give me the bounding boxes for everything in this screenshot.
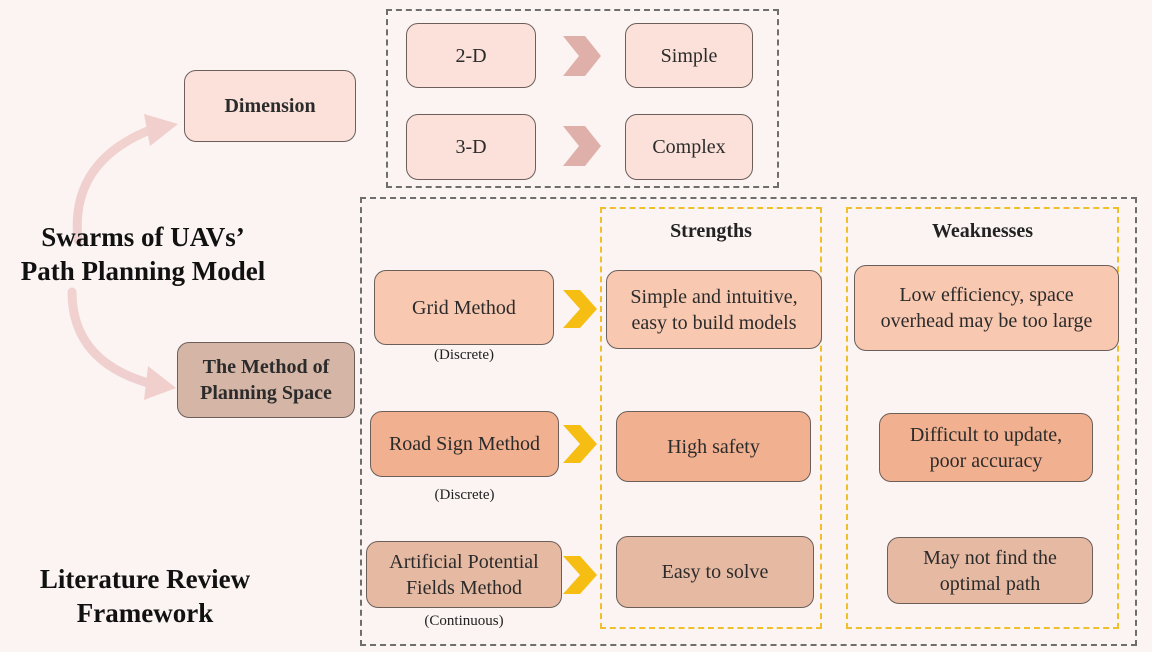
complexity-simple-box: Simple [625, 23, 753, 88]
dimension-3d-label: 3-D [455, 136, 487, 158]
dimension-2d-label: 2-D [455, 44, 487, 67]
weakness-apf-line1: May not find the [923, 546, 1057, 569]
dimension-2d-box: 2-D [406, 23, 536, 88]
dimension-3d-box: 3-D [406, 114, 536, 180]
weakness-grid-line2: overhead may be too large [880, 310, 1093, 332]
framework-label-line1: Literature Review [39, 564, 251, 594]
method-grid-box: Grid Method [374, 270, 554, 345]
complexity-simple-label: Simple [660, 44, 718, 67]
weakness-grid-line1: Low efficiency, space [899, 284, 1074, 306]
chevron-right-icon [563, 556, 597, 594]
weakness-grid-box: Low efficiency, space overhead may be to… [854, 265, 1119, 351]
strength-road-sign-line1: High safety [667, 435, 760, 458]
framework-label-line2: Framework [76, 598, 214, 628]
method-road-sign-type: (Discrete) [434, 487, 495, 503]
method-grid-name: Grid Method [412, 296, 516, 319]
chevron-right-icon [563, 425, 597, 463]
planning-space-line2: Planning Space [200, 382, 332, 404]
dimension-label: Dimension [224, 95, 316, 117]
complexity-complex-label: Complex [652, 136, 726, 158]
complexity-complex-box: Complex [625, 114, 753, 180]
arrow-to-planning-space-head [144, 366, 176, 400]
method-apf-line1: Artificial Potential [389, 550, 539, 573]
weakness-apf-box: May not find the optimal path [887, 537, 1093, 604]
weaknesses-column [846, 207, 1119, 629]
method-road-sign-box: Road Sign Method [370, 411, 559, 477]
strength-grid-line2: easy to build models [631, 311, 797, 334]
strength-grid-box: Simple and intuitive, easy to build mode… [606, 270, 822, 349]
method-grid-type: (Discrete) [434, 347, 494, 363]
arrow-to-planning-space [67, 287, 157, 389]
method-apf-type: (Continuous) [424, 613, 504, 629]
strengths-header: Strengths [670, 220, 752, 242]
arrow-to-dimension [72, 125, 155, 245]
dimension-group [386, 9, 779, 188]
main-title-line2: Path Planning Model [20, 256, 266, 286]
planning-space-node: The Method of Planning Space [177, 342, 355, 418]
weakness-apf-line2: optimal path [939, 572, 1041, 595]
chevron-right-icon [563, 126, 601, 166]
strength-grid-line1: Simple and intuitive, [630, 285, 798, 308]
main-title-line1: Swarms of UAVs’ [41, 222, 245, 252]
main-title: Swarms of UAVs’ Path Planning Model [0, 220, 286, 288]
weakness-road-sign-line1: Difficult to update, [909, 423, 1063, 446]
methods-group [360, 197, 1137, 646]
method-road-sign-name: Road Sign Method [388, 433, 541, 455]
framework-label: Literature Review Framework [0, 562, 290, 630]
method-apf-box: Artificial Potential Fields Method [366, 541, 562, 608]
weakness-road-sign-line2: poor accuracy [929, 449, 1043, 472]
strength-apf-line1: Easy to solve [661, 561, 769, 583]
chevron-right-icon [563, 290, 597, 328]
strength-apf-box: Easy to solve [616, 536, 814, 608]
weaknesses-header: Weaknesses [931, 220, 1034, 242]
strengths-column [600, 207, 822, 629]
dimension-node: Dimension [184, 70, 356, 142]
chevron-right-icon [563, 36, 601, 76]
strength-road-sign-box: High safety [616, 411, 811, 482]
planning-space-line1: The Method of [202, 356, 330, 378]
method-apf-line2: Fields Method [405, 576, 523, 599]
weakness-road-sign-box: Difficult to update, poor accuracy [879, 413, 1093, 482]
arrow-to-dimension-head [144, 114, 178, 146]
